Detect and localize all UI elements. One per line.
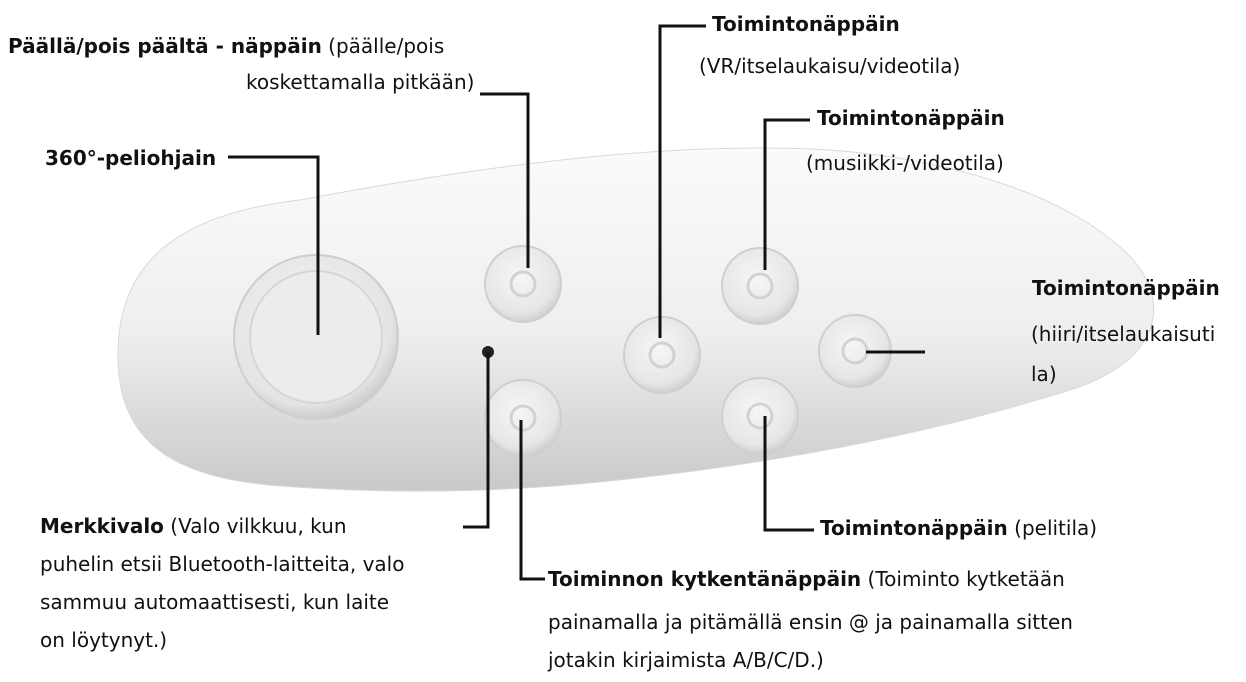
- label-function-vr-desc: (VR/itselaukaisu/videotila): [699, 48, 960, 84]
- label-function-vr: Toimintonäppäin: [712, 6, 900, 42]
- label-function-mouse: Toimintonäppäin: [1032, 270, 1220, 306]
- label-function-vr-title: Toimintonäppäin: [712, 12, 900, 36]
- label-indicator-line3: sammuu automaattisesti, kun laite: [40, 584, 389, 620]
- label-switch-line2: painamalla ja pitämällä ensin @ ja paina…: [548, 604, 1073, 640]
- label-indicator-desc4: on löytynyt.): [40, 628, 167, 652]
- label-switch-title: Toiminnon kytkentänäppäin: [548, 567, 861, 591]
- label-switch: Toiminnon kytkentänäppäin (Toiminto kytk…: [548, 561, 1065, 597]
- switch-button: [485, 380, 561, 456]
- label-joystick-title: 360°-peliohjain: [45, 146, 216, 170]
- label-function-game-desc: (pelitila): [1008, 516, 1097, 540]
- label-power-desc2: koskettamalla pitkään): [246, 70, 474, 94]
- joystick: [234, 255, 398, 419]
- label-function-music-text: (musiikki-/videotila): [806, 151, 1004, 175]
- label-switch-line3: jotakin kirjaimista A/B/C/D.): [548, 642, 824, 678]
- label-switch-desc1: (Toiminto kytketään: [861, 567, 1065, 591]
- label-power-title: Päällä/pois päältä - näppäin: [8, 34, 322, 58]
- label-indicator-title: Merkkivalo: [40, 514, 164, 538]
- power-button: [485, 246, 561, 322]
- label-function-mouse-text2: la): [1031, 362, 1057, 386]
- label-joystick: 360°-peliohjain: [45, 140, 216, 176]
- function-button-music: [722, 248, 798, 324]
- label-indicator: Merkkivalo (Valo vilkkuu, kun: [40, 508, 347, 544]
- label-function-music-desc: (musiikki-/videotila): [806, 145, 1004, 181]
- label-function-game: Toimintonäppäin (pelitila): [820, 510, 1097, 546]
- label-switch-desc3: jotakin kirjaimista A/B/C/D.): [548, 648, 824, 672]
- label-function-vr-text: (VR/itselaukaisu/videotila): [699, 54, 960, 78]
- label-function-music: Toimintonäppäin: [817, 100, 1005, 136]
- label-function-music-title: Toimintonäppäin: [817, 106, 1005, 130]
- label-indicator-desc1: (Valo vilkkuu, kun: [164, 514, 347, 538]
- label-function-game-title: Toimintonäppäin: [820, 516, 1008, 540]
- label-indicator-desc3: sammuu automaattisesti, kun laite: [40, 590, 389, 614]
- label-function-mouse-desc2: la): [1031, 356, 1057, 392]
- function-button-game: [722, 378, 798, 454]
- label-indicator-line2: puhelin etsii Bluetooth-laitteita, valo: [40, 546, 404, 582]
- label-switch-desc2: painamalla ja pitämällä ensin @ ja paina…: [548, 610, 1073, 634]
- label-function-mouse-text1: (hiiri/itselaukaisuti: [1031, 322, 1215, 346]
- label-power-line2: koskettamalla pitkään): [246, 64, 474, 100]
- function-button-vr: [624, 317, 700, 393]
- label-power: Päällä/pois päältä - näppäin (päälle/poi…: [8, 28, 444, 64]
- label-indicator-desc2: puhelin etsii Bluetooth-laitteita, valo: [40, 552, 404, 576]
- label-power-desc: (päälle/pois: [322, 34, 444, 58]
- label-function-mouse-desc1: (hiiri/itselaukaisuti: [1031, 316, 1215, 352]
- label-indicator-line4: on löytynyt.): [40, 622, 167, 658]
- label-function-mouse-title: Toimintonäppäin: [1032, 276, 1220, 300]
